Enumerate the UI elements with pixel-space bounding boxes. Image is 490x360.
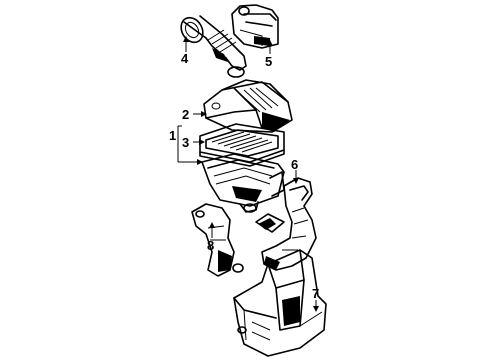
part-4-intake-hose [180, 15, 247, 78]
callout-2: 2 [182, 107, 189, 122]
callout-7: 7 [312, 286, 319, 301]
part-5-cover [231, 4, 279, 49]
part-2-upper-cover [203, 79, 293, 133]
callout-8: 8 [207, 238, 214, 253]
part-7-resonator [233, 249, 327, 357]
part-6-duct [255, 177, 317, 271]
callout-4: 4 [181, 51, 189, 66]
part-8-bracket [191, 203, 244, 277]
callout-6: 6 [291, 157, 298, 172]
callout-1: 1 [169, 128, 176, 143]
part-3-filter-element [199, 123, 285, 167]
leader-lines [177, 36, 319, 312]
callout-labels: 1 2 3 4 5 6 7 8 [169, 51, 319, 301]
callout-3: 3 [182, 135, 189, 150]
air-cleaner-lower-case [201, 153, 285, 213]
callout-5: 5 [265, 54, 272, 69]
